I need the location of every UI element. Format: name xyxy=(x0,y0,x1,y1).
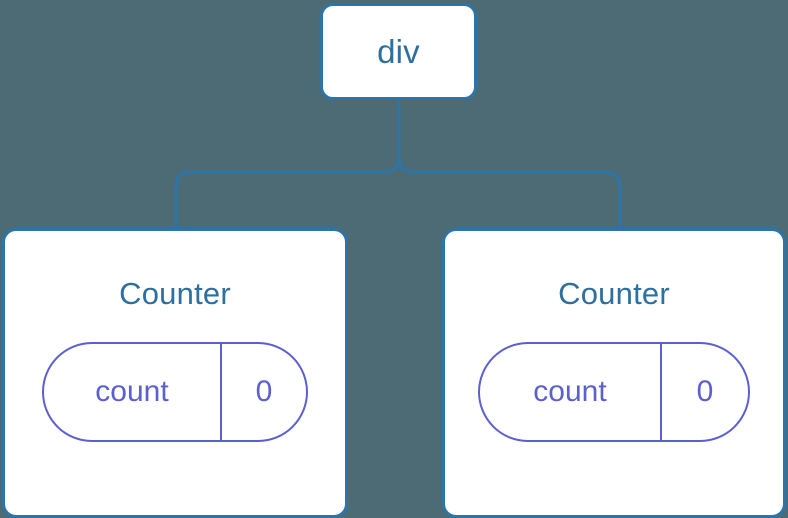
state-value-counter-1: 0 xyxy=(255,375,273,408)
diagram-canvas: div Counter count 0 Counter count 0 xyxy=(2,3,786,518)
node-counter-1[interactable]: Counter count 0 xyxy=(2,228,348,518)
node-div-label: div xyxy=(377,32,420,70)
node-div[interactable]: div xyxy=(320,3,477,100)
connector-to-left-counter xyxy=(174,100,401,228)
state-key-counter-2: count xyxy=(480,344,662,440)
state-pill-counter-1[interactable]: count 0 xyxy=(42,342,308,442)
connector-to-right-counter xyxy=(397,100,622,228)
state-key-counter-1: count xyxy=(44,344,222,440)
state-value-counter-2: 0 xyxy=(696,375,714,408)
state-pill-counter-2[interactable]: count 0 xyxy=(478,342,750,442)
node-counter-2-title: Counter xyxy=(558,276,670,311)
node-counter-1-title: Counter xyxy=(119,276,231,311)
node-counter-2[interactable]: Counter count 0 xyxy=(442,228,786,518)
